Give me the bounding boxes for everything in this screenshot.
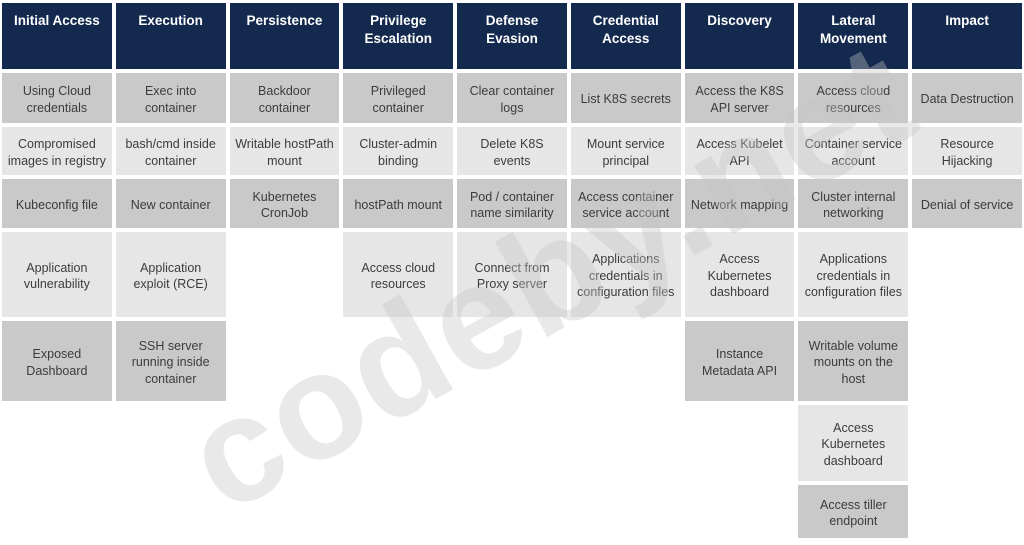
technique-cell-kubeconfig-file: Kubeconfig file <box>2 179 112 228</box>
technique-cell-applications-credentials-in-configuration-files: Applications credentials in configuratio… <box>798 232 909 317</box>
technique-cell-clear-container-logs: Clear container logs <box>457 73 567 123</box>
technique-cell-application-exploit-rce: Application exploit (RCE) <box>115 232 226 317</box>
technique-cell-access-kubernetes-dashboard: Access Kubernetes dashboard <box>684 232 795 317</box>
technique-cell-new-container: New container <box>115 179 226 228</box>
technique-cell-exposed-dashboard: Exposed Dashboard <box>2 321 112 401</box>
technique-cell-data-destruction: Data Destruction <box>912 73 1022 123</box>
technique-cell-list-k8s-secrets: List K8S secrets <box>570 73 681 123</box>
column-header-privilege-escalation: Privilege Escalation <box>343 3 454 69</box>
column-header-initial-access: Initial Access <box>2 3 112 69</box>
technique-cell-resource-hijacking: Resource Hijacking <box>912 127 1022 175</box>
technique-cell-exec-into-container: Exec into container <box>115 73 226 123</box>
technique-cell-delete-k8s-events: Delete K8S events <box>457 127 567 175</box>
technique-cell-container-service-account: Container service account <box>798 127 909 175</box>
technique-cell-access-the-k8s-api-server: Access the K8S API server <box>684 73 795 123</box>
technique-cell-access-cloud-resources: Access cloud resources <box>343 232 454 317</box>
technique-cell-applications-credentials-in-configuration-files: Applications credentials in configuratio… <box>570 232 681 317</box>
technique-cell-instance-metadata-api: Instance Metadata API <box>684 321 795 401</box>
technique-cell-access-kubernetes-dashboard: Access Kubernetes dashboard <box>798 405 909 481</box>
column-header-impact: Impact <box>912 3 1022 69</box>
technique-cell-mount-service-principal: Mount service principal <box>570 127 681 175</box>
technique-cell-using-cloud-credentials: Using Cloud credentials <box>2 73 112 123</box>
technique-cell-writable-volume-mounts-on-the-host: Writable volume mounts on the host <box>798 321 909 401</box>
technique-cell-cluster-internal-networking: Cluster internal networking <box>798 179 909 228</box>
technique-cell-ssh-server-running-inside-container: SSH server running inside container <box>115 321 226 401</box>
technique-cell-privileged-container: Privileged container <box>343 73 454 123</box>
column-header-persistence: Persistence <box>229 3 340 69</box>
technique-cell-kubernetes-cronjob: Kubernetes CronJob <box>229 179 340 228</box>
technique-cell-cluster-admin-binding: Cluster-admin binding <box>343 127 454 175</box>
technique-cell-application-vulnerability: Application vulnerability <box>2 232 112 317</box>
technique-cell-hostpath-mount: hostPath mount <box>343 179 454 228</box>
technique-cell-bash-cmd-inside-container: bash/cmd inside container <box>115 127 226 175</box>
technique-cell-access-container-service-account: Access container service account <box>570 179 681 228</box>
technique-cell-access-cloud-resources: Access cloud resources <box>798 73 909 123</box>
column-header-execution: Execution <box>115 3 226 69</box>
technique-cell-access-tiller-endpoint: Access tiller endpoint <box>798 485 909 538</box>
technique-cell-backdoor-container: Backdoor container <box>229 73 340 123</box>
technique-cell-access-kubelet-api: Access Kubelet API <box>684 127 795 175</box>
column-header-credential-access: Credential Access <box>570 3 681 69</box>
column-header-discovery: Discovery <box>684 3 795 69</box>
column-header-lateral-movement: Lateral Movement <box>798 3 909 69</box>
technique-cell-denial-of-service: Denial of service <box>912 179 1022 228</box>
technique-cell-connect-from-proxy-server: Connect from Proxy server <box>457 232 567 317</box>
column-header-defense-evasion: Defense Evasion <box>457 3 567 69</box>
technique-cell-compromised-images-in-registry: Compromised images in registry <box>2 127 112 175</box>
technique-cell-writable-hostpath-mount: Writable hostPath mount <box>229 127 340 175</box>
technique-cell-pod-container-name-similarity: Pod / container name similarity <box>457 179 567 228</box>
technique-cell-network-mapping: Network mapping <box>684 179 795 228</box>
